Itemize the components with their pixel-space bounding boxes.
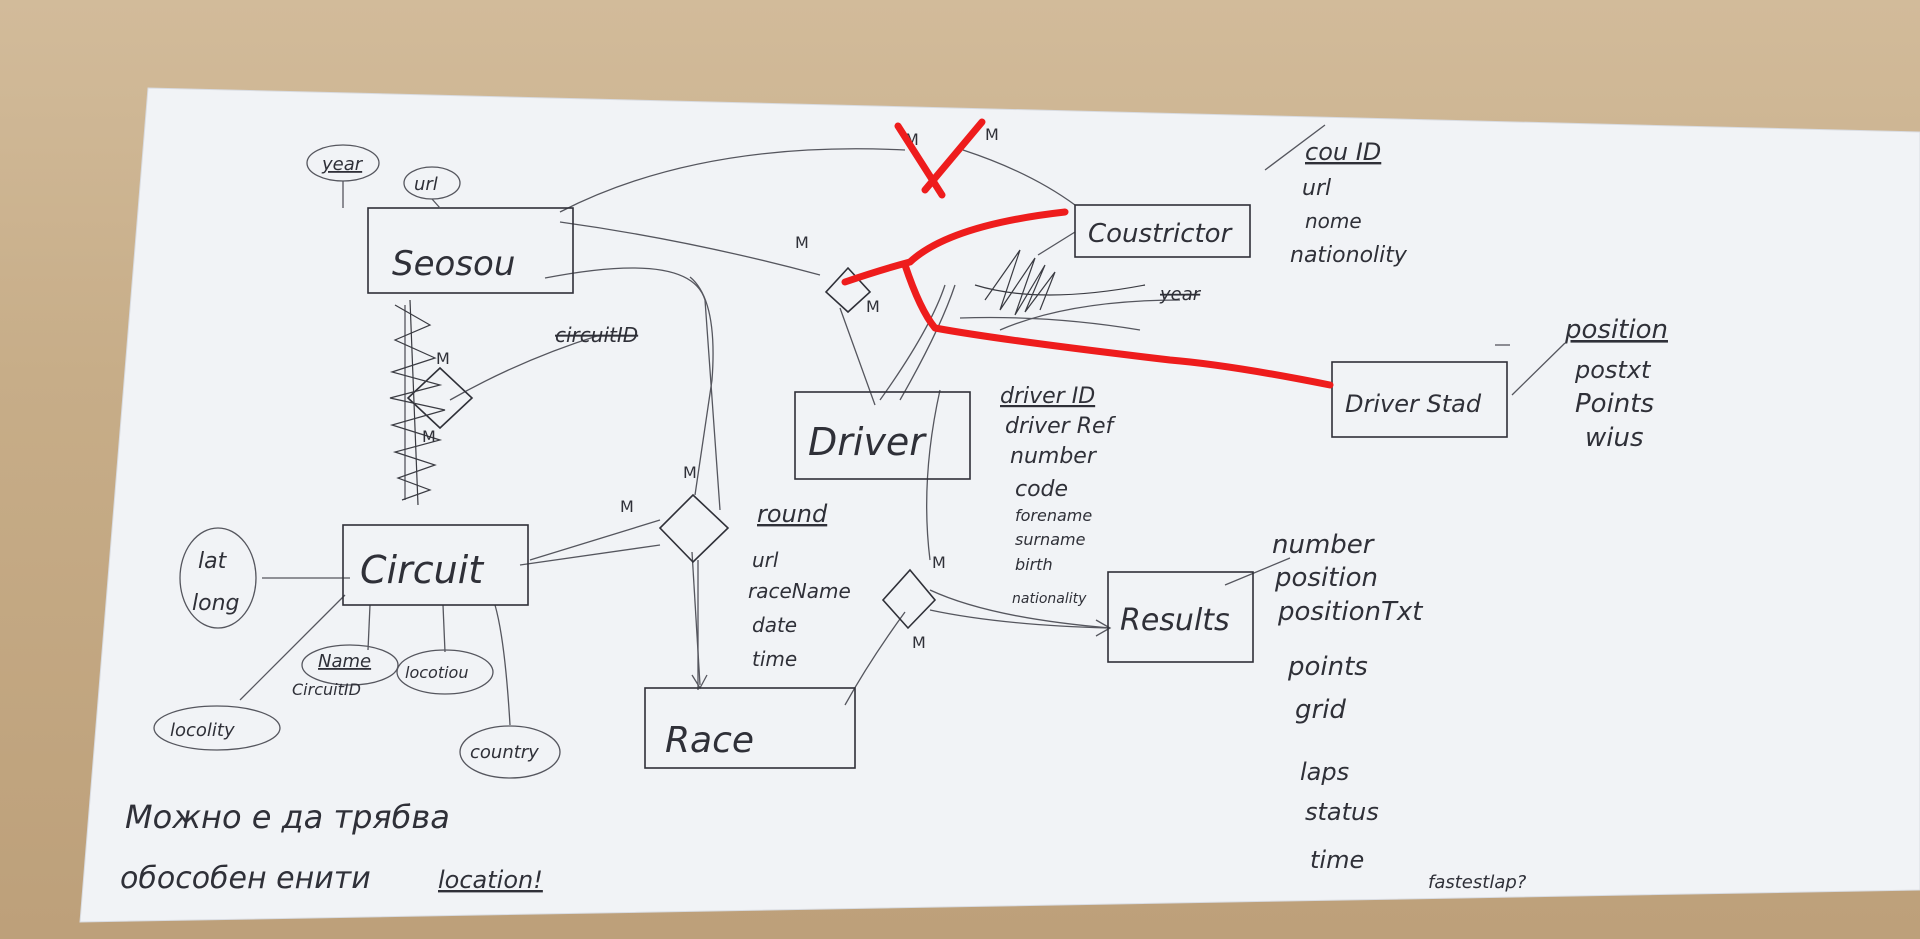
attr-driver-ref: driver Ref [1005,414,1117,439]
attr-race-round: round [757,500,828,528]
entity-driver-label: Driver [808,420,927,464]
arrow-to-results [929,609,1112,637]
attr-circuit-lat: lat [198,549,228,574]
attr-results-number: number [1272,530,1376,560]
attr-driver-surname: surname [1015,530,1086,549]
attr-results-position-txt: positionTxt [1277,597,1423,627]
entity-circuit-box [342,524,529,606]
cardinality-m-4: M [866,297,880,316]
relation-diamond-results [881,568,937,630]
entity-results-label: Results [1120,603,1230,638]
cardinality-m-7: M [683,463,697,482]
attr-constructor-url: url [1302,176,1331,201]
paper-sheet [79,87,1920,923]
attr-oval-country [459,725,561,779]
cardinality-m-5: M [436,349,450,368]
attr-results-status: status [1305,798,1379,826]
relation-diamond-driver-standings [824,266,872,314]
relationship-lines [239,124,1566,726]
attr-results-points: points [1287,652,1368,682]
attr-driver-birth: birth [1015,555,1053,574]
attr-circuit-id: CircuitID [292,680,361,699]
entity-driver-standings-label: Driver Stad [1345,390,1482,418]
attr-constructor-id: cou ID [1305,138,1381,166]
entity-race-label: Race [665,720,754,761]
attr-circuit-location: locotiou [405,663,468,682]
cardinality-m-3: M [795,233,809,252]
attr-driver-id: driver ID [1000,384,1095,409]
crossed-circuit-id: circuitID [555,323,638,347]
attr-results-fastestlap: fastestlap? [1428,872,1527,893]
note-line-3: location! [438,866,543,894]
attr-results-time: time [1310,846,1364,874]
attr-circuit-country: country [470,742,539,763]
attr-driver-code: code [1015,477,1068,502]
attr-driver-number: number [1010,444,1098,469]
entity-circuit-label: Circuit [360,548,485,592]
attr-race-date: date [752,613,797,637]
cardinality-m-8: M [620,497,634,516]
attr-race-time: time [752,647,797,671]
attr-oval-location [396,649,494,695]
entity-constructor-box [1074,204,1251,258]
entity-season-label: Seosou [392,244,515,284]
attr-circuit-name: Name [318,651,371,672]
entity-season-box [367,207,574,294]
attr-race-url: url [752,548,779,572]
attr-standings-points: Points [1575,389,1654,419]
attr-results-grid: grid [1295,695,1346,725]
attr-circuit-long: long [192,591,240,616]
attr-standings-postxt: postxt [1574,356,1652,384]
crossed-year: year [1159,284,1202,305]
attr-standings-wins: wius [1585,423,1644,453]
attr-driver-forename: forename [1015,506,1092,525]
cardinality-m-10: M [912,633,926,652]
attr-constructor-nationality: nationolity [1290,243,1408,268]
attr-circuit-locality: locolity [170,720,235,741]
entity-driver-standings-box [1331,361,1508,438]
attr-driver-nationality: nationality [1012,591,1087,607]
scribble-constructor-year [974,249,1146,316]
attr-race-name: raceName [748,579,851,603]
relation-diamond-season-circuit [406,366,474,430]
attr-season-year: year [321,154,364,175]
attr-results-laps: laps [1300,758,1349,786]
red-line-driver-standings [901,261,1334,389]
scribble-season-circuit [389,299,446,506]
attr-oval-locality [153,705,281,751]
cardinality-m-9: M [932,553,946,572]
entity-results-box [1107,571,1254,663]
note-line-1: Можно е да трябва [125,798,450,836]
relation-diamond-race-circuit [658,493,730,564]
attr-constructor-name: nome [1305,209,1362,233]
attr-standings-position: position [1564,315,1668,345]
red-x-mark [894,118,986,199]
entity-constructor-label: Coustrictor [1088,219,1234,249]
attr-season-url: url [414,174,438,195]
attr-oval-lat-long [179,527,257,629]
cardinality-m-6: M [422,427,436,446]
note-line-2: обособен енити [120,861,371,896]
attr-oval-name [301,644,399,686]
red-line-constructor-standings [841,208,1069,286]
entity-race-box [644,687,856,769]
attr-results-position: position [1274,563,1378,593]
cardinality-m-2: M [985,125,999,144]
entity-driver-box [794,391,971,480]
